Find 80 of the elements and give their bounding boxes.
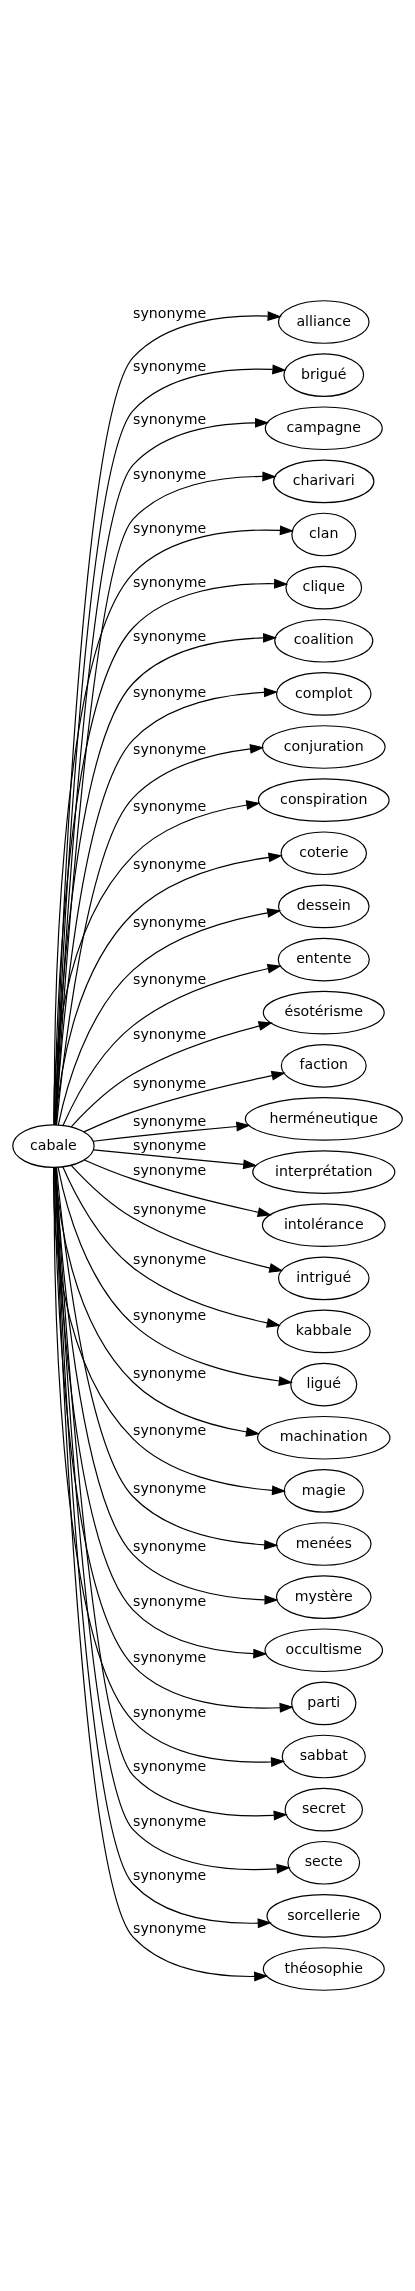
node-ellipse: interprétation (252, 1150, 396, 1194)
edge-label: synonyme (133, 683, 207, 700)
edge-label: synonyme (133, 1365, 207, 1382)
node-ellipse: ésotérisme (262, 990, 385, 1035)
edge-label: synonyme (133, 304, 207, 321)
node-ellipse: alliance (277, 300, 370, 344)
edge-label: synonyme (133, 1026, 207, 1043)
edge-label: synonyme (133, 1112, 207, 1129)
node-ellipse: occultisme (264, 1628, 384, 1673)
node-ellipse: machination (257, 1415, 391, 1460)
node-ellipse: magie (283, 1469, 364, 1513)
arrow (57, 1166, 293, 1386)
node-ellipse: sorcellerie (266, 1894, 382, 1938)
node-ellipse: intolérance (261, 1203, 386, 1248)
edge-label: synonyme (133, 1758, 207, 1775)
edge-label: synonyme (133, 1307, 207, 1324)
edge-label: synonyme (133, 1593, 207, 1610)
node-ellipse: secte (287, 1840, 361, 1885)
arrow (54, 1167, 268, 1659)
node-ellipse: cabale (12, 1124, 95, 1168)
arrow (70, 1021, 273, 1128)
node-ellipse: charivari (273, 459, 375, 504)
node-ellipse: conjuration (261, 725, 386, 769)
edge-label: synonyme (133, 628, 207, 645)
node-ellipse: intrigué (277, 1256, 370, 1301)
arrow (92, 1121, 251, 1142)
edge-label: synonyme (133, 1074, 207, 1091)
node-ellipse: kabbale (276, 1309, 371, 1354)
node-ellipse: complot (275, 672, 372, 716)
edge-label: synonyme (133, 1162, 207, 1179)
edge-label: synonyme (133, 798, 207, 815)
node-ellipse: sabbat (281, 1734, 366, 1779)
node-ellipse: brigué (283, 353, 365, 397)
edge-label: synonyme (133, 1537, 207, 1554)
node-ellipse: dessein (277, 884, 370, 929)
node-ellipse: théosophie (262, 1947, 385, 1991)
arrow (62, 1166, 281, 1328)
node-ellipse: ligué (290, 1362, 358, 1407)
node-ellipse: coterie (280, 831, 368, 876)
node-ellipse: secret (284, 1787, 363, 1832)
edge-label: synonyme (133, 1920, 207, 1937)
arrow (53, 800, 261, 1126)
edge-label: synonyme (133, 856, 207, 873)
node-ellipse: faction (280, 1043, 367, 1088)
edge-label: synonyme (133, 740, 207, 757)
node-ellipse: entente (277, 937, 370, 982)
arrow (62, 963, 282, 1126)
edge-label: synonyme (133, 519, 207, 536)
arrow (70, 1164, 284, 1273)
node-ellipse: parti (291, 1681, 357, 1726)
edge-label: synonyme (133, 1421, 207, 1438)
edge-label: synonyme (133, 465, 207, 482)
node-ellipse: menées (275, 1522, 372, 1566)
edge-label: synonyme (133, 1812, 207, 1829)
edge-label: synonyme (133, 1201, 207, 1218)
edge-label: synonyme (133, 914, 207, 931)
node-ellipse: coalition (274, 618, 374, 663)
node-ellipse: mystère (275, 1575, 372, 1619)
edge-label: synonyme (133, 970, 207, 987)
arrow (52, 1167, 287, 1496)
edge-label: synonyme (133, 1704, 207, 1721)
arrow (83, 1070, 286, 1133)
node-ellipse: campagne (264, 406, 383, 451)
edge-label: synonyme (133, 1137, 207, 1154)
edge-label: synonyme (133, 574, 207, 591)
arrow (55, 852, 283, 1126)
edge-label: synonyme (133, 1250, 207, 1267)
edge-label: synonyme (133, 1867, 207, 1883)
arrow (57, 908, 282, 1126)
arrow (93, 1149, 258, 1170)
node-ellipse: clique (285, 565, 363, 610)
edge-label: synonyme (133, 1648, 207, 1665)
edge-label: synonyme (133, 1479, 207, 1496)
arrow (56, 743, 265, 1125)
node-ellipse: herméneutique (244, 1097, 403, 1141)
node-ellipse: clan (291, 512, 357, 557)
arrow (83, 1159, 272, 1218)
edge-label: synonyme (133, 358, 207, 375)
edge-label: synonyme (133, 411, 207, 428)
node-ellipse: conspiration (257, 778, 390, 822)
